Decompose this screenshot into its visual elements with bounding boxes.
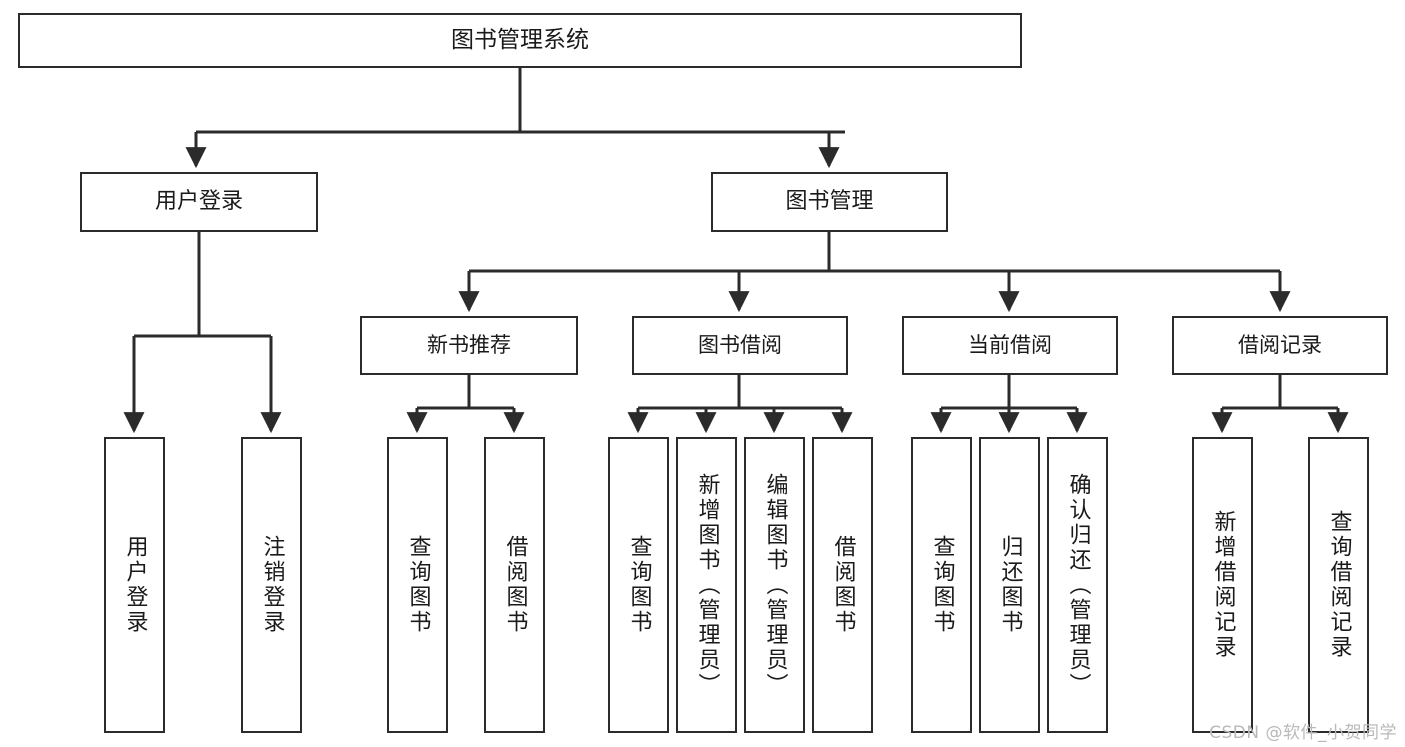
leaf-borrow-book-recommend[interactable]: 借阅图书 <box>484 437 545 733</box>
leaf-query-book-current[interactable]: 查询图书 <box>911 437 972 733</box>
leaf-return-book-label: 归还图书 <box>997 535 1023 635</box>
leaf-borrow-book-label: 借阅图书 <box>830 535 856 635</box>
node-book-borrow[interactable]: 图书借阅 <box>632 316 848 375</box>
leaf-query-borrow-record[interactable]: 查询借阅记录 <box>1308 437 1369 733</box>
leaf-user-login[interactable]: 用户登录 <box>104 437 165 733</box>
leaf-add-book-admin[interactable]: 新增图书（管理员） <box>676 437 737 733</box>
node-root[interactable]: 图书管理系统 <box>18 13 1022 68</box>
node-current-borrow[interactable]: 当前借阅 <box>902 316 1118 375</box>
leaf-add-borrow-record[interactable]: 新增借阅记录 <box>1192 437 1253 733</box>
leaf-logout-label: 注销登录 <box>259 535 285 635</box>
leaf-edit-book-admin[interactable]: 编辑图书（管理员） <box>744 437 805 733</box>
csdn-watermark: CSDN @软件_小贺同学 <box>1209 723 1397 743</box>
node-borrow-records-label: 借阅记录 <box>1238 333 1322 358</box>
node-book-borrow-label: 图书借阅 <box>698 333 782 358</box>
leaf-query-book-recommend[interactable]: 查询图书 <box>387 437 448 733</box>
node-user-login[interactable]: 用户登录 <box>80 172 318 232</box>
leaf-return-book[interactable]: 归还图书 <box>979 437 1040 733</box>
node-user-login-label: 用户登录 <box>154 189 243 215</box>
leaf-borrow-book-recommend-label: 借阅图书 <box>502 535 528 635</box>
leaf-confirm-return-admin-label: 确认归还（管理员） <box>1065 472 1091 698</box>
leaf-add-book-admin-label: 新增图书（管理员） <box>694 472 720 698</box>
leaf-user-login-label: 用户登录 <box>122 535 148 635</box>
leaf-edit-book-admin-label: 编辑图书（管理员） <box>762 472 788 698</box>
leaf-query-book-borrow[interactable]: 查询图书 <box>608 437 669 733</box>
leaf-query-book-recommend-label: 查询图书 <box>405 535 431 635</box>
node-borrow-records[interactable]: 借阅记录 <box>1172 316 1388 375</box>
leaf-add-borrow-record-label: 新增借阅记录 <box>1210 510 1236 660</box>
node-book-management[interactable]: 图书管理 <box>711 172 948 232</box>
node-new-book-recommend[interactable]: 新书推荐 <box>360 316 578 375</box>
node-new-book-recommend-label: 新书推荐 <box>427 333 511 358</box>
node-book-management-label: 图书管理 <box>785 189 874 215</box>
leaf-logout[interactable]: 注销登录 <box>241 437 302 733</box>
node-root-label: 图书管理系统 <box>451 26 589 53</box>
leaf-confirm-return-admin[interactable]: 确认归还（管理员） <box>1047 437 1108 733</box>
node-current-borrow-label: 当前借阅 <box>968 333 1052 358</box>
leaf-query-book-borrow-label: 查询图书 <box>626 535 652 635</box>
leaf-borrow-book[interactable]: 借阅图书 <box>812 437 873 733</box>
leaf-query-book-current-label: 查询图书 <box>929 535 955 635</box>
leaf-query-borrow-record-label: 查询借阅记录 <box>1326 510 1352 660</box>
